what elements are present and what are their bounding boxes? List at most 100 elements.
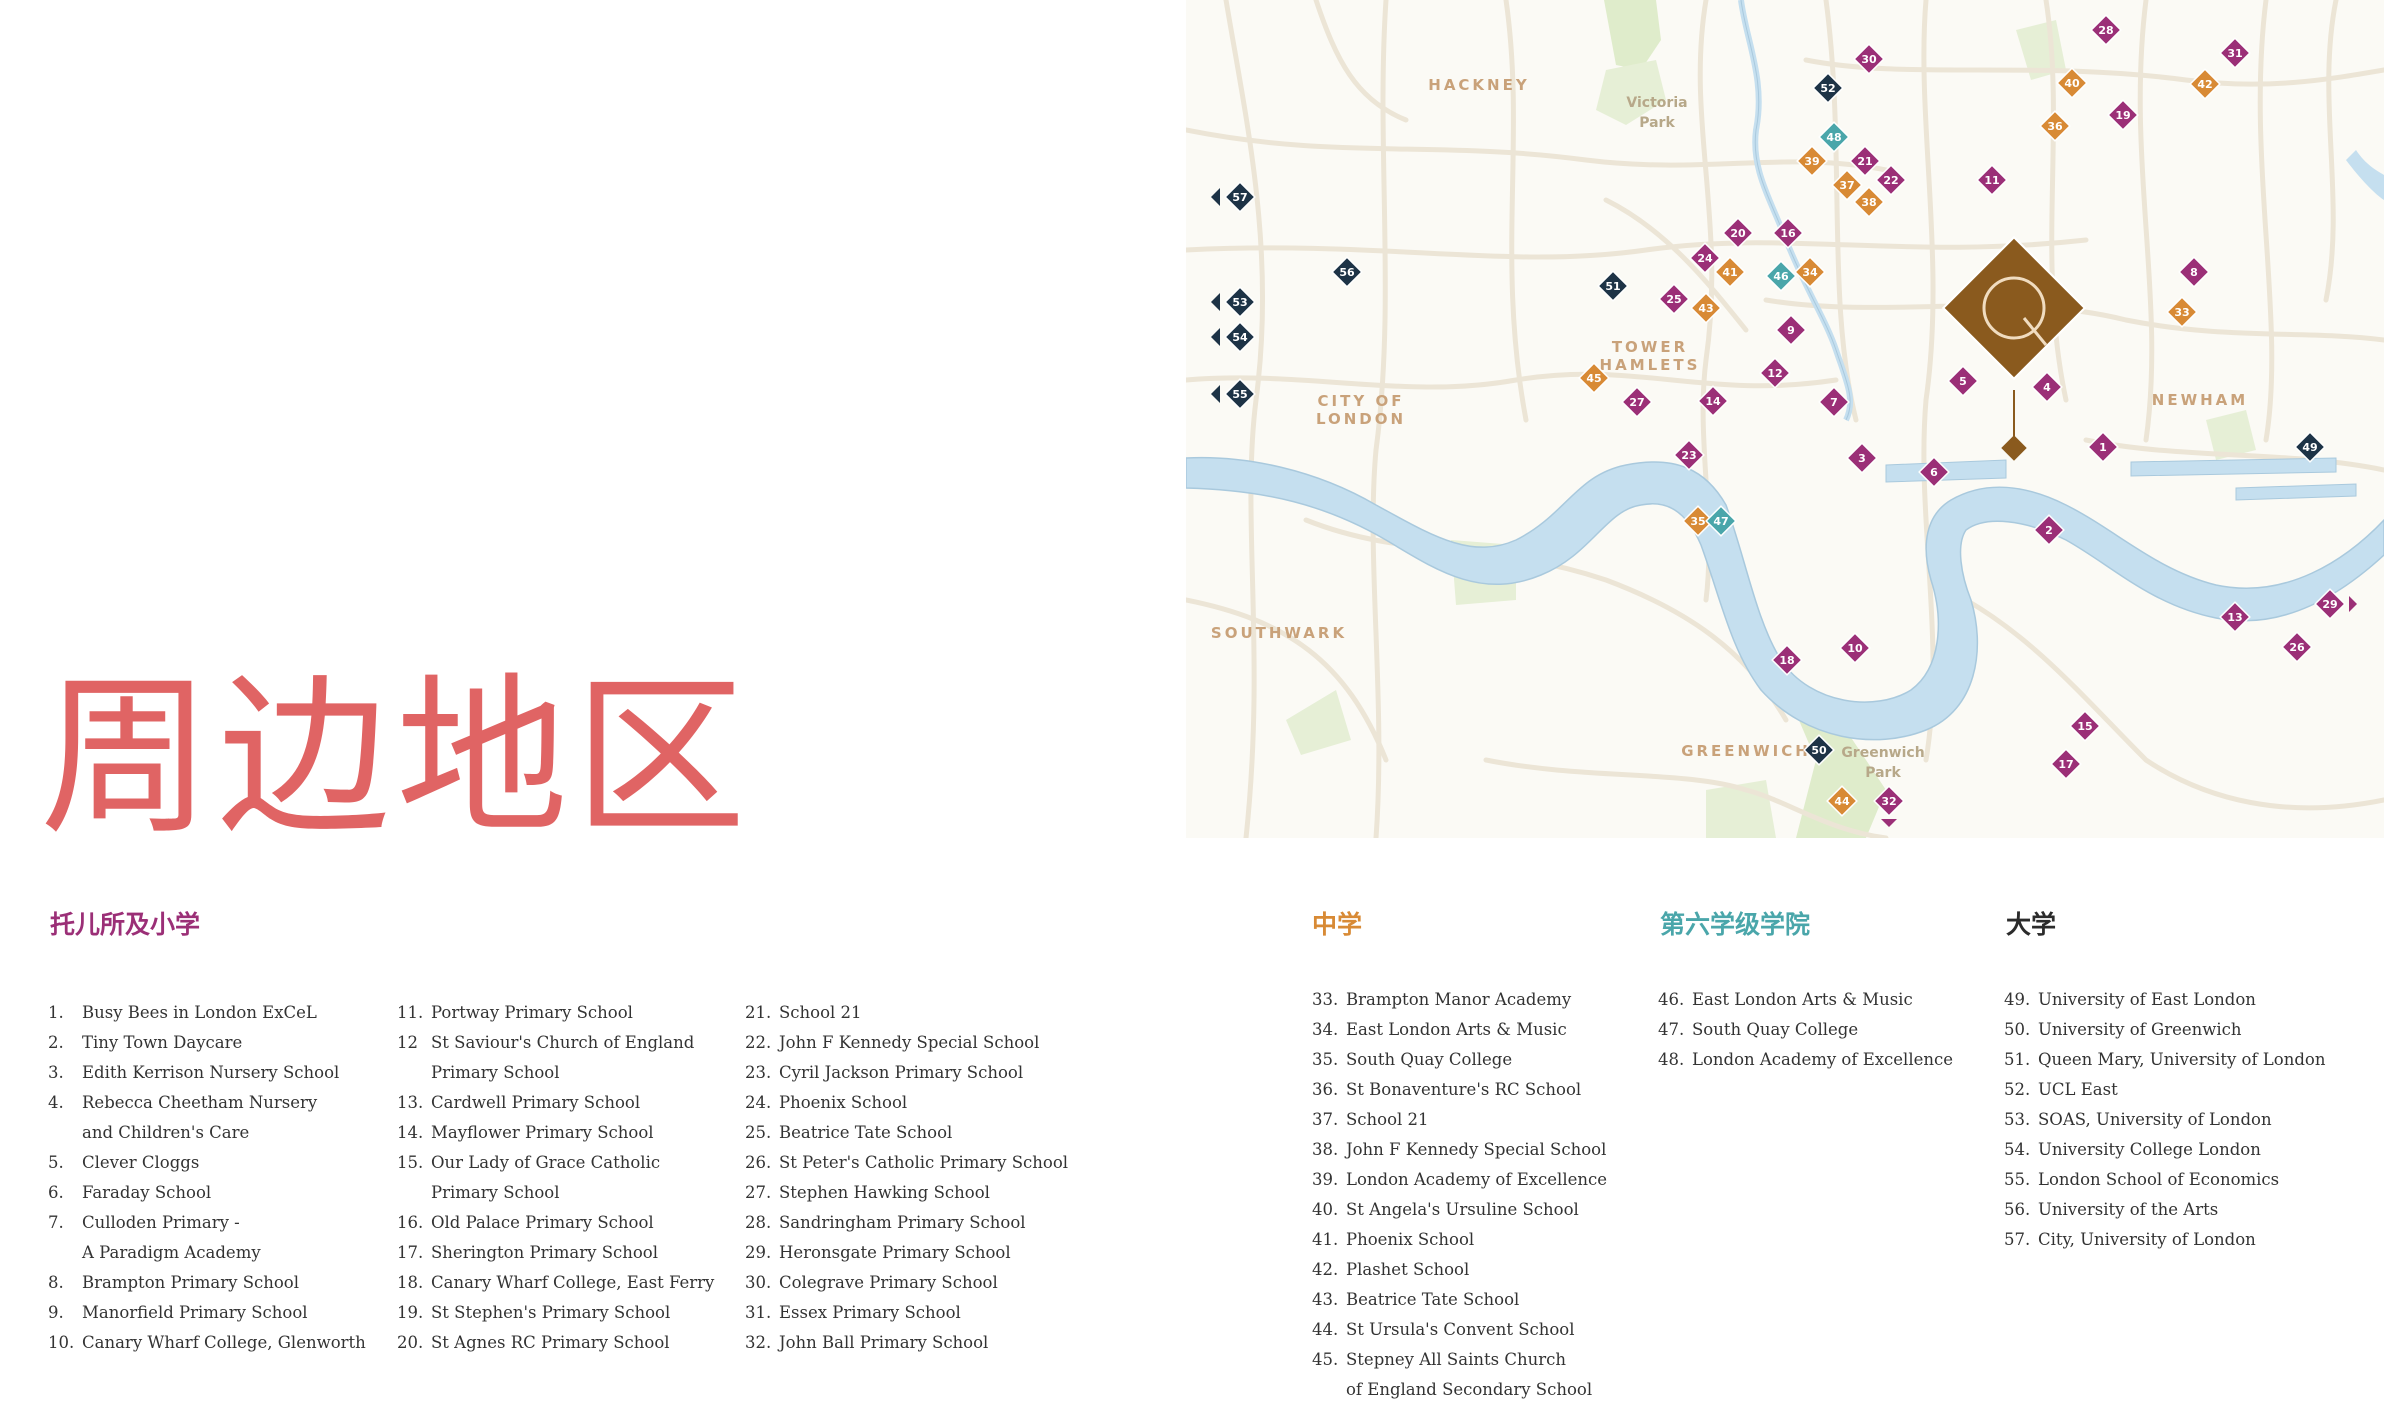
school-marker-23[interactable]: 23 [1673, 439, 1705, 471]
school-marker-26[interactable]: 26 [2281, 631, 2313, 663]
school-name: East London Arts & Music [1346, 1020, 1567, 1039]
school-marker-28[interactable]: 28 [2090, 14, 2122, 46]
school-marker-24[interactable]: 24 [1689, 242, 1721, 274]
school-marker-3[interactable]: 3 [1846, 442, 1878, 474]
marker-number: 2 [2045, 524, 2053, 537]
school-marker-47[interactable]: 47 [1705, 505, 1737, 537]
diamond-marker-icon [2069, 710, 2101, 742]
school-name: St Angela's Ursuline School [1346, 1200, 1579, 1219]
school-number: 12 [397, 1033, 418, 1052]
school-marker-22[interactable]: 22 [1875, 164, 1907, 196]
school-number: 32. [745, 1333, 772, 1352]
school-marker-11[interactable]: 11 [1976, 164, 2008, 196]
school-list-item: 22.John F Kennedy Special School [745, 1028, 1068, 1058]
school-marker-12[interactable]: 12 [1759, 357, 1791, 389]
school-marker-20[interactable]: 20 [1722, 217, 1754, 249]
school-marker-34[interactable]: 34 [1794, 256, 1826, 288]
diamond-marker-icon [1597, 270, 1629, 302]
school-marker-55[interactable]: 55 [1211, 378, 1256, 410]
school-marker-52[interactable]: 52 [1812, 72, 1844, 104]
school-list-item: 43.Beatrice Tate School [1312, 1285, 1607, 1315]
diamond-marker-icon [2050, 748, 2082, 780]
school-marker-17[interactable]: 17 [2050, 748, 2082, 780]
school-marker-25[interactable]: 25 [1658, 283, 1690, 315]
school-list-item: 33.Brampton Manor Academy [1312, 985, 1607, 1015]
school-list-item: 30.Colegrave Primary School [745, 1268, 1068, 1298]
school-marker-37[interactable]: 37 [1831, 169, 1863, 201]
school-number: 1. [48, 1003, 64, 1022]
school-marker-46[interactable]: 46 [1765, 260, 1797, 292]
school-marker-29[interactable]: 29 [2314, 588, 2357, 620]
school-marker-6[interactable]: 6 [1918, 456, 1950, 488]
school-marker-36[interactable]: 36 [2039, 110, 2071, 142]
school-number: 52. [2004, 1080, 2031, 1099]
school-marker-1[interactable]: 1 [2087, 431, 2119, 463]
school-marker-50[interactable]: 50 [1803, 734, 1835, 766]
school-number: 2. [48, 1033, 64, 1052]
school-marker-45[interactable]: 45 [1578, 362, 1610, 394]
school-number: 41. [1312, 1230, 1339, 1249]
school-marker-18[interactable]: 18 [1771, 644, 1803, 676]
school-marker-51[interactable]: 51 [1597, 270, 1629, 302]
school-number: 43. [1312, 1290, 1339, 1309]
school-marker-38[interactable]: 38 [1853, 186, 1885, 218]
school-marker-32[interactable]: 32 [1873, 785, 1905, 827]
school-name: Tiny Town Daycare [82, 1033, 243, 1052]
school-marker-8[interactable]: 8 [2178, 256, 2210, 288]
diamond-marker-icon [2294, 431, 2326, 463]
school-number: 33. [1312, 990, 1339, 1009]
school-number: 30. [745, 1273, 772, 1292]
marker-number: 3 [1858, 452, 1866, 465]
school-marker-16[interactable]: 16 [1772, 217, 1804, 249]
school-marker-48[interactable]: 48 [1818, 121, 1850, 153]
school-marker-49[interactable]: 49 [2294, 431, 2326, 463]
area-label: LONDON [1316, 410, 1406, 428]
school-marker-40[interactable]: 40 [2056, 67, 2088, 99]
school-marker-5[interactable]: 5 [1947, 365, 1979, 397]
diamond-marker-icon [1918, 456, 1950, 488]
school-marker-27[interactable]: 27 [1621, 386, 1653, 418]
school-marker-33[interactable]: 33 [2166, 296, 2198, 328]
offmap-arrow-icon [1881, 819, 1897, 827]
diamond-marker-icon [1831, 169, 1863, 201]
diamond-marker-icon [1853, 43, 1885, 75]
school-marker-44[interactable]: 44 [1826, 785, 1858, 817]
school-marker-39[interactable]: 39 [1796, 145, 1828, 177]
school-marker-19[interactable]: 19 [2107, 99, 2139, 131]
diamond-marker-icon [1690, 292, 1722, 324]
school-list-item: and Children's Care [48, 1118, 366, 1148]
school-marker-15[interactable]: 15 [2069, 710, 2101, 742]
diamond-marker-icon [1697, 385, 1729, 417]
marker-number: 28 [2098, 24, 2113, 37]
school-marker-13[interactable]: 13 [2219, 601, 2251, 633]
school-marker-30[interactable]: 30 [1853, 43, 1885, 75]
school-marker-2[interactable]: 2 [2033, 514, 2065, 546]
school-marker-35[interactable]: 35 [1682, 505, 1714, 537]
marker-number: 27 [1629, 396, 1644, 409]
school-marker-57[interactable]: 57 [1211, 181, 1256, 213]
school-marker-54[interactable]: 54 [1211, 321, 1256, 353]
school-marker-43[interactable]: 43 [1690, 292, 1722, 324]
school-marker-53[interactable]: 53 [1211, 286, 1256, 318]
school-marker-4[interactable]: 4 [2031, 371, 2063, 403]
school-number: 45. [1312, 1350, 1339, 1369]
school-list-item: 20.St Agnes RC Primary School [397, 1328, 714, 1358]
marker-number: 46 [1773, 270, 1789, 283]
school-list-item: 56.University of the Arts [2004, 1195, 2325, 1225]
school-number: 4. [48, 1093, 64, 1112]
school-number: 27. [745, 1183, 772, 1202]
school-marker-21[interactable]: 21 [1849, 145, 1881, 177]
school-marker-10[interactable]: 10 [1839, 632, 1871, 664]
development-site-marker[interactable] [1941, 235, 2087, 461]
school-marker-14[interactable]: 14 [1697, 385, 1729, 417]
school-marker-41[interactable]: 41 [1714, 256, 1746, 288]
school-marker-42[interactable]: 42 [2189, 68, 2221, 100]
diamond-marker-icon [1673, 439, 1705, 471]
school-marker-9[interactable]: 9 [1775, 314, 1807, 346]
school-marker-7[interactable]: 7 [1818, 386, 1850, 418]
school-list-item: 11.Portway Primary School [397, 998, 714, 1028]
school-marker-56[interactable]: 56 [1331, 256, 1363, 288]
school-marker-31[interactable]: 31 [2219, 37, 2251, 69]
